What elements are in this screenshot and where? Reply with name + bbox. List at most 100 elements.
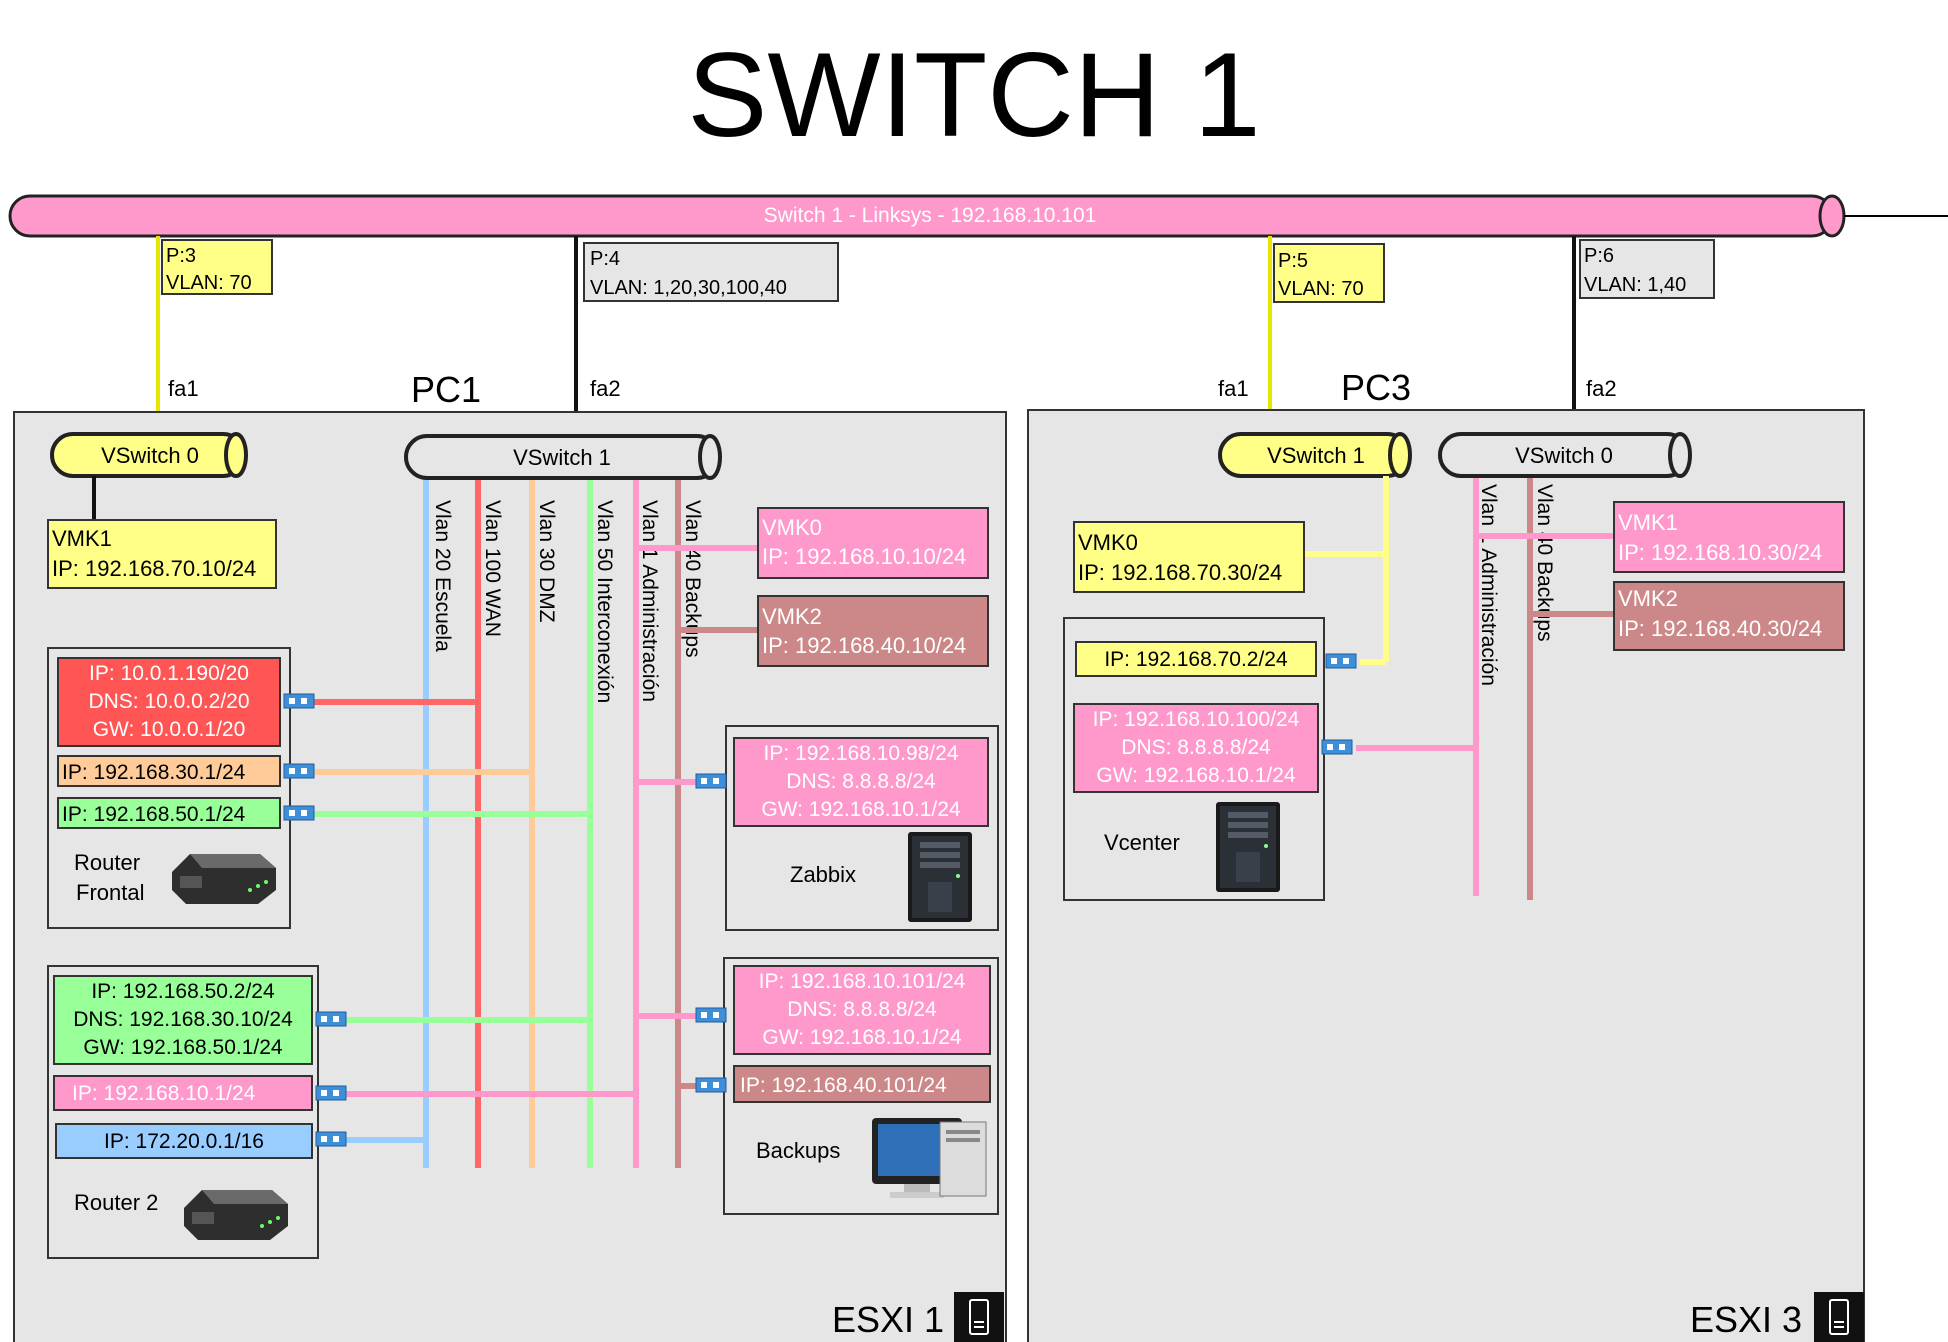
esxi3-icon [1813, 1291, 1865, 1342]
vcenter-gw: GW: 192.168.10.1/24 [1096, 764, 1296, 787]
router-icon [184, 1190, 288, 1240]
pc1-fa1: fa1 [168, 376, 199, 401]
pc3-vmk1-name: VMK1 [1618, 510, 1678, 535]
router2-admin-ip: IP: 192.168.10.1/24 [72, 1082, 256, 1105]
network-card-icon [1321, 739, 1353, 755]
vcenter-ip-block: IP: 192.168.10.100/24 DNS: 8.8.8.8/24 GW… [1073, 703, 1319, 793]
port-p4-vlan: VLAN: 1,20,30,100,40 [590, 277, 787, 299]
pc3-vmk1-ip: IP: 192.168.10.30/24 [1618, 540, 1822, 565]
network-card-icon [283, 763, 315, 779]
backups-backup-ip: IP: 192.168.40.101/24 [740, 1074, 947, 1097]
pc1-vswitch0: VSwitch 0 [50, 432, 248, 478]
pc1-vswitch0-label: VSwitch 0 [101, 443, 199, 468]
pc1-vmk1-name: VMK1 [52, 526, 112, 551]
page-title: SWITCH 1 [687, 28, 1260, 162]
network-card-icon [695, 1077, 727, 1093]
network-card-icon [283, 805, 315, 821]
vcenter-name: Vcenter [1104, 830, 1180, 855]
pc1-vmk0: VMK0 IP: 192.168.10.10/24 [757, 507, 989, 579]
network-card-icon [695, 1007, 727, 1023]
zabbix-gw: GW: 192.168.10.1/24 [761, 798, 961, 821]
network-card-icon [315, 1011, 347, 1027]
router2-escuela: IP: 172.20.0.1/16 [55, 1123, 313, 1159]
backups-gw: GW: 192.168.10.1/24 [762, 1026, 962, 1049]
router2-admin: IP: 192.168.10.1/24 [53, 1075, 313, 1111]
pc1-label: PC1 [411, 369, 481, 410]
port-label-p3: P:3 VLAN: 70 [161, 239, 273, 295]
router2-inter-dns: DNS: 192.168.30.10/24 [73, 1008, 293, 1031]
router-frontal-dmz: IP: 192.168.30.1/24 [57, 755, 281, 787]
router2-inter-gw: GW: 192.168.50.1/24 [83, 1036, 283, 1059]
port-label-p5: P:5 VLAN: 70 [1273, 243, 1385, 303]
router-frontal-wan-dns: DNS: 10.0.0.2/20 [88, 690, 249, 713]
port-p5-id: P:5 [1278, 250, 1308, 272]
router2-inter: IP: 192.168.50.2/24 DNS: 192.168.30.10/2… [53, 975, 313, 1065]
port-p5-vlan: VLAN: 70 [1278, 278, 1364, 300]
pc1-vmk1: VMK1 IP: 192.168.70.10/24 [47, 519, 277, 589]
router-frontal-inter-ip: IP: 192.168.50.1/24 [62, 803, 246, 826]
network-card-icon [315, 1085, 347, 1101]
pc1-vmk1-ip: IP: 192.168.70.10/24 [52, 556, 256, 581]
pc3-fa1: fa1 [1218, 376, 1249, 401]
server-tower-icon [908, 832, 972, 922]
pc1-vswitch1-label: VSwitch 1 [513, 445, 611, 470]
router2-escuela-ip: IP: 172.20.0.1/16 [104, 1130, 264, 1153]
pc3-vswitch1: VSwitch 1 [1218, 432, 1412, 478]
pc3-vmk2-name: VMK2 [1618, 586, 1678, 611]
vcenter-ip70-block: IP: 192.168.70.2/24 [1075, 641, 1317, 677]
port-p3-id: P:3 [166, 245, 196, 267]
pc3-vswitch0: VSwitch 0 [1438, 432, 1692, 478]
pc1-vmk2: VMK2 IP: 192.168.40.10/24 [757, 595, 989, 667]
backups-backup-ip-block: IP: 192.168.40.101/24 [733, 1065, 991, 1103]
router-frontal-name-1: Router [74, 850, 140, 875]
pc1-vswitch1: VSwitch 1 [404, 434, 722, 480]
router-frontal-wan: IP: 10.0.1.190/20 DNS: 10.0.0.2/20 GW: 1… [57, 657, 281, 747]
router-frontal-inter: IP: 192.168.50.1/24 [57, 797, 281, 829]
backups-ip-block: IP: 192.168.10.101/24 DNS: 8.8.8.8/24 GW… [733, 965, 991, 1055]
esxi3-label: ESXI 3 [1690, 1299, 1802, 1340]
port-p3-vlan: VLAN: 70 [166, 272, 252, 294]
pc1-vlan100-label: Vlan 100 WAN [481, 500, 504, 637]
pc1-fa2: fa2 [590, 376, 621, 401]
pc3-vmk0-ip: IP: 192.168.70.30/24 [1078, 560, 1282, 585]
port-label-p4: P:4 VLAN: 1,20,30,100,40 [583, 242, 839, 302]
vcenter-ip: IP: 192.168.10.100/24 [1093, 708, 1300, 731]
pc3-vmk2-ip: IP: 192.168.40.30/24 [1618, 616, 1822, 641]
pc1-vmk2-name: VMK2 [762, 604, 822, 629]
pc1-vlan20-label: Vlan 20 Escuela [431, 500, 454, 652]
pc1-vlan40-label: Vlan 40 Backups [681, 500, 704, 658]
pc1-vlan50-label: Vlan 50 Interconexión [593, 500, 616, 703]
port-p6-vlan: VLAN: 1,40 [1584, 274, 1686, 296]
pc1-vmk0-name: VMK0 [762, 515, 822, 540]
pc3-vmk0-name: VMK0 [1078, 530, 1138, 555]
pc3-vlan1-label: Vlan 1 Administración [1477, 484, 1500, 686]
network-card-icon [695, 773, 727, 789]
pc1-vmk2-ip: IP: 192.168.40.10/24 [762, 633, 966, 658]
esxi1-label: ESXI 1 [832, 1299, 944, 1340]
pc3-vmk2: VMK2 IP: 192.168.40.30/24 [1613, 581, 1845, 651]
pc3-vmk0: VMK0 IP: 192.168.70.30/24 [1073, 521, 1305, 593]
router-frontal-dmz-ip: IP: 192.168.30.1/24 [62, 761, 246, 784]
router-icon [172, 854, 276, 904]
switch-bus: Switch 1 - Linksys - 192.168.10.101 [8, 194, 1948, 238]
pc1-vmk0-ip: IP: 192.168.10.10/24 [762, 544, 966, 569]
vcenter-dns: DNS: 8.8.8.8/24 [1121, 736, 1271, 759]
desktop-computer-icon [872, 1118, 987, 1198]
zabbix-dns: DNS: 8.8.8.8/24 [786, 770, 936, 793]
router-frontal-name-2: Frontal [76, 880, 144, 905]
pc3-fa2: fa2 [1586, 376, 1617, 401]
switch-label: Switch 1 - Linksys - 192.168.10.101 [764, 204, 1097, 227]
vcenter-ip70: IP: 192.168.70.2/24 [1104, 648, 1288, 671]
port-p4-id: P:4 [590, 248, 620, 270]
router-frontal-wan-ip: IP: 10.0.1.190/20 [89, 662, 249, 685]
backups-ip: IP: 192.168.10.101/24 [759, 970, 966, 993]
zabbix-ip-block: IP: 192.168.10.98/24 DNS: 8.8.8.8/24 GW:… [733, 737, 989, 827]
pc3-vlan40-label: Vlan 40 Backups [1533, 484, 1556, 642]
backups-dns: DNS: 8.8.8.8/24 [787, 998, 937, 1021]
pc1-vlan30-label: Vlan 30 DMZ [535, 500, 558, 623]
server-tower-icon [1216, 802, 1280, 892]
network-card-icon [283, 693, 315, 709]
pc1-vlan1-label: Vlan 1 Administración [638, 500, 661, 702]
pc3-vmk1: VMK1 IP: 192.168.10.30/24 [1613, 501, 1845, 573]
